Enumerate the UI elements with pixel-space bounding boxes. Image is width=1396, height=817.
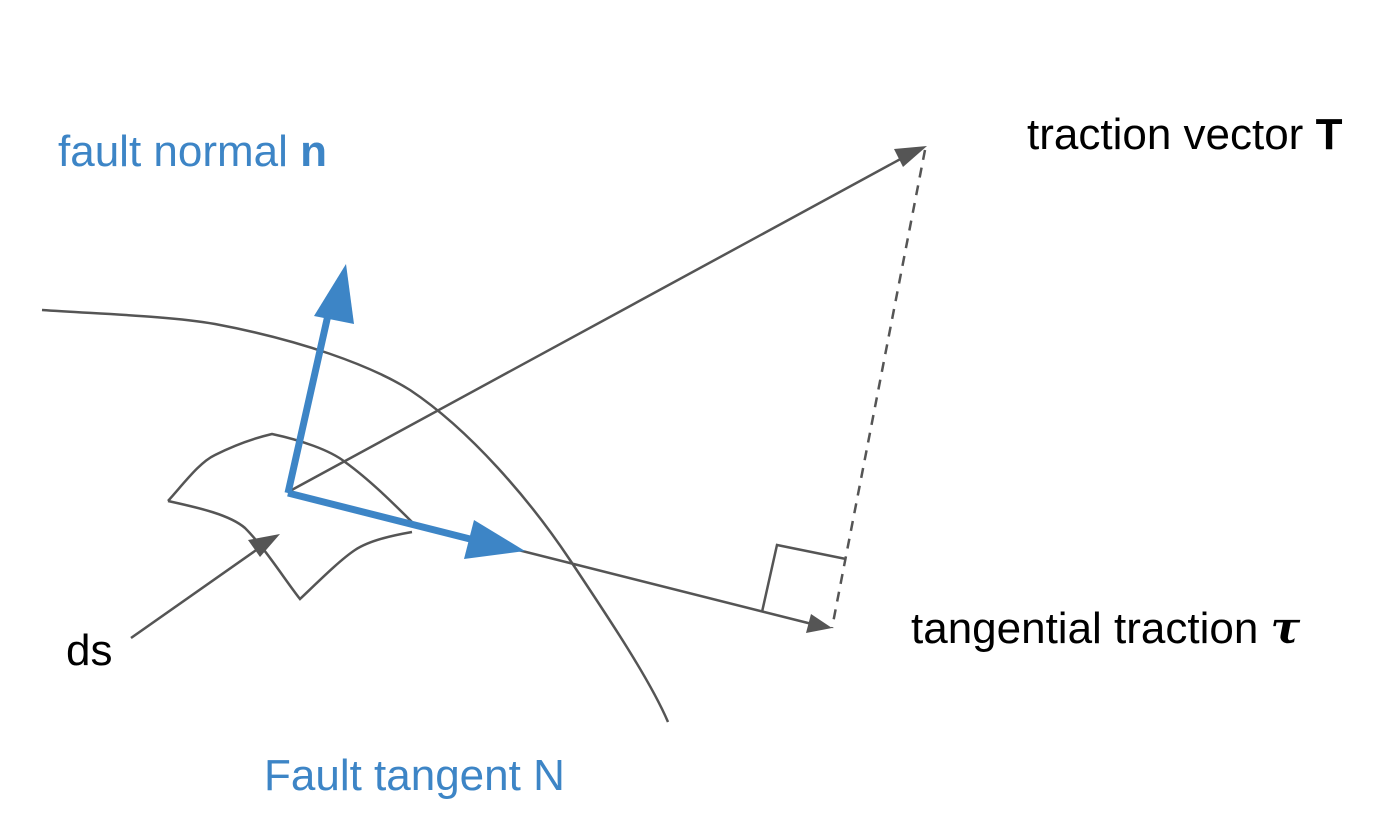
traction-vector-arrowhead: [894, 146, 927, 167]
ds-pointer-arrowhead: [248, 534, 280, 557]
surface-element-patch-lower: [167, 499, 413, 601]
traction-vector-line: [287, 154, 907, 494]
fault-normal-line: [284, 314, 332, 494]
ds-label: ds: [66, 626, 112, 675]
tangential-traction-symbol: τ: [1271, 603, 1301, 654]
fault-curve: [41, 308, 670, 723]
ds-pointer-line: [130, 544, 263, 640]
fault-tangent-label: Fault tangent N: [264, 751, 565, 800]
fault-normal-arrowhead: [314, 264, 354, 324]
right-angle-marker: [760, 543, 847, 613]
fault-tangent-arrowhead: [464, 520, 525, 559]
traction-vector-symbol: T: [1316, 110, 1343, 159]
surface-element-patch: [167, 432, 413, 523]
tangential-traction-arrowhead: [806, 614, 832, 633]
fault-normal-symbol: n: [300, 127, 327, 176]
tangential-traction-label: tangential traction τ: [911, 603, 1301, 654]
projection-dashed-line: [830, 149, 927, 629]
fault-tangent-line: [287, 489, 479, 545]
fault-normal-label: fault normal n: [58, 127, 327, 176]
traction-vector-label: traction vector T: [1027, 110, 1343, 159]
